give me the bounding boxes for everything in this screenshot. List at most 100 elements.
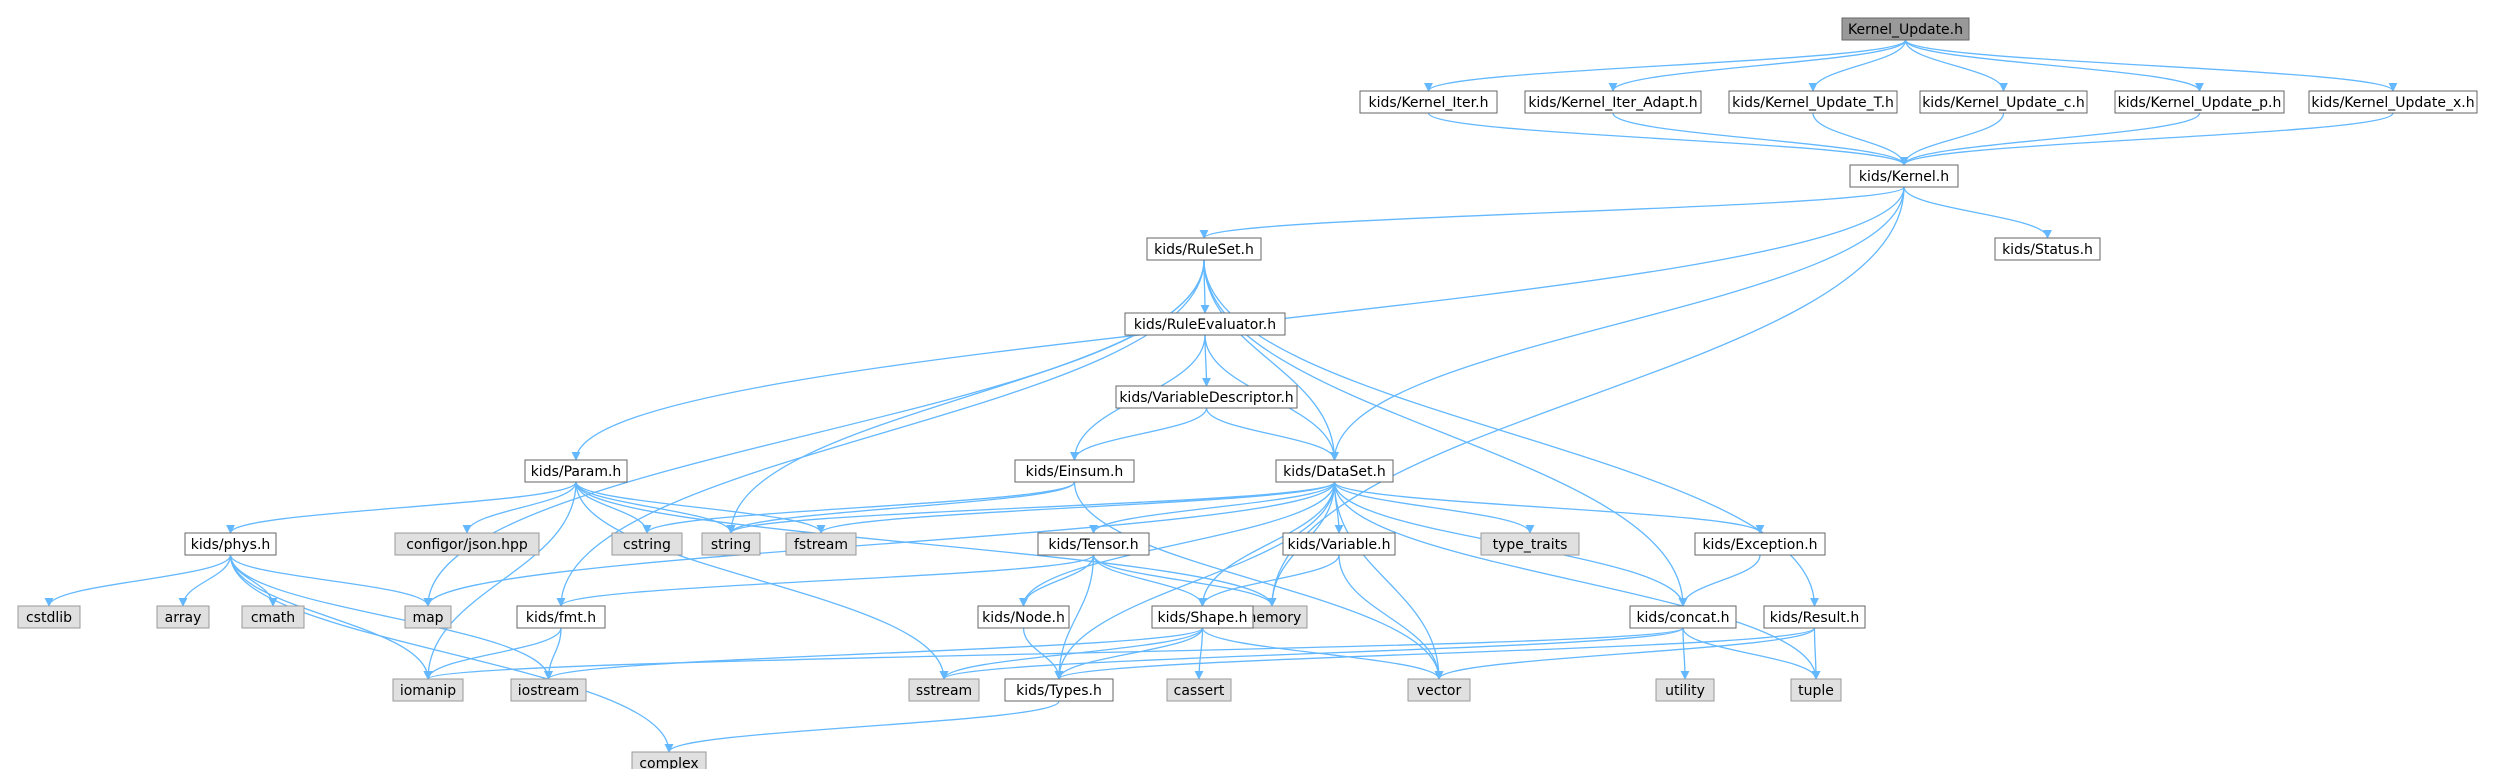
node-configor: configor/json.hpp bbox=[394, 532, 540, 556]
edge-dataset-to-type_traits bbox=[1333, 481, 1535, 534]
edge-param-to-phys bbox=[226, 481, 577, 534]
node-ruleset[interactable]: kids/RuleSet.h bbox=[1146, 237, 1262, 261]
node-label: array bbox=[165, 610, 202, 626]
node-label: map bbox=[412, 610, 443, 626]
node-box bbox=[17, 605, 81, 629]
node-tuple: tuple bbox=[1790, 678, 1842, 702]
edge-kernel_update_p-to-kernel bbox=[1899, 112, 2201, 166]
node-box bbox=[1694, 532, 1826, 556]
node-param[interactable]: kids/Param.h bbox=[524, 459, 628, 483]
edge-kernel_update-to-kernel_update_x bbox=[1904, 39, 2398, 92]
edge-variable-to-shape bbox=[1198, 554, 1340, 607]
node-box bbox=[404, 605, 452, 629]
node-box bbox=[2308, 90, 2478, 114]
node-box bbox=[1282, 532, 1396, 556]
node-kernel[interactable]: kids/Kernel.h bbox=[1849, 164, 1959, 188]
node-kernel-iter[interactable]: kids/Kernel_Iter.h bbox=[1359, 90, 1498, 114]
node-box bbox=[1849, 164, 1959, 188]
node-box bbox=[1037, 532, 1150, 556]
node-box bbox=[1994, 237, 2101, 261]
node-complex: complex bbox=[631, 751, 707, 769]
node-fmt[interactable]: kids/fmt.h bbox=[516, 605, 606, 629]
edge-types-to-complex bbox=[664, 700, 1060, 753]
node-status[interactable]: kids/Status.h bbox=[1994, 237, 2101, 261]
node-label: cmath bbox=[251, 610, 295, 626]
node-box bbox=[1166, 678, 1232, 702]
node-phys[interactable]: kids/phys.h bbox=[184, 532, 277, 556]
node-variabledescriptor[interactable]: kids/VariableDescriptor.h bbox=[1115, 385, 1298, 409]
edge-tensor-to-node bbox=[1019, 554, 1095, 607]
node-einsum[interactable]: kids/Einsum.h bbox=[1014, 459, 1135, 483]
node-box bbox=[611, 532, 683, 556]
dependency-edges bbox=[44, 39, 2398, 753]
node-result[interactable]: kids/Result.h bbox=[1763, 605, 1866, 629]
node-tensor[interactable]: kids/Tensor.h bbox=[1037, 532, 1150, 556]
edge-ruleset-to-concat bbox=[1203, 259, 1688, 607]
edge-phys-to-iostream bbox=[229, 554, 553, 680]
node-kernel-update: Kernel_Update.h bbox=[1841, 17, 1970, 41]
node-kernel-update-x[interactable]: kids/Kernel_Update_x.h bbox=[2308, 90, 2478, 114]
node-label: sstream bbox=[916, 683, 972, 699]
edge-param-to-configor bbox=[462, 481, 577, 534]
node-box bbox=[394, 532, 540, 556]
node-box bbox=[1115, 385, 1298, 409]
node-exception[interactable]: kids/Exception.h bbox=[1694, 532, 1826, 556]
node-box bbox=[241, 605, 305, 629]
node-box bbox=[1655, 678, 1715, 702]
node-label: fstream bbox=[794, 537, 848, 553]
edge-kernel_update_x-to-kernel bbox=[1899, 112, 2394, 166]
node-box bbox=[1919, 90, 2088, 114]
edge-result-to-types bbox=[1054, 627, 1816, 680]
edge-result-to-tuple bbox=[1811, 627, 1821, 680]
node-memory: memory bbox=[1236, 605, 1308, 629]
node-vector: vector bbox=[1407, 678, 1471, 702]
node-utility: utility bbox=[1655, 678, 1715, 702]
edge-phys-to-array bbox=[178, 554, 232, 607]
node-box bbox=[510, 678, 587, 702]
node-label: kids/Kernel_Update_c.h bbox=[1922, 95, 2085, 111]
edge-phys-to-complex bbox=[229, 554, 674, 753]
node-type-traits: type_traits bbox=[1480, 532, 1580, 556]
node-label: iomanip bbox=[400, 683, 456, 699]
node-label: kids/Node.h bbox=[982, 610, 1065, 626]
edge-concat-to-utility bbox=[1680, 627, 1690, 680]
node-box bbox=[1151, 605, 1254, 629]
node-box bbox=[516, 605, 606, 629]
edge-param-to-string bbox=[575, 481, 736, 534]
node-kernel-update-t[interactable]: kids/Kernel_Update_T.h bbox=[1728, 90, 1898, 114]
node-label: kids/Kernel_Update_x.h bbox=[2311, 95, 2474, 111]
node-kernel-iter-adapt[interactable]: kids/Kernel_Iter_Adapt.h bbox=[1524, 90, 1702, 114]
node-label: cstring bbox=[623, 537, 671, 553]
node-map: map bbox=[404, 605, 452, 629]
node-box bbox=[701, 532, 761, 556]
node-label: kids/RuleEvaluator.h bbox=[1134, 317, 1276, 333]
node-shape[interactable]: kids/Shape.h bbox=[1151, 605, 1254, 629]
edge-concat-to-iomanip bbox=[423, 627, 1684, 680]
node-node[interactable]: kids/Node.h bbox=[977, 605, 1070, 629]
node-label: string bbox=[711, 537, 751, 553]
node-kernel-update-p[interactable]: kids/Kernel_Update_p.h bbox=[2114, 90, 2285, 114]
node-label: kids/fmt.h bbox=[526, 610, 596, 626]
node-concat[interactable]: kids/concat.h bbox=[1629, 605, 1737, 629]
node-ruleevaluator[interactable]: kids/RuleEvaluator.h bbox=[1124, 312, 1286, 336]
node-cstdlib: cstdlib bbox=[17, 605, 81, 629]
node-kernel-update-c[interactable]: kids/Kernel_Update_c.h bbox=[1919, 90, 2088, 114]
node-box bbox=[1763, 605, 1866, 629]
edge-phys-to-cmath bbox=[229, 554, 278, 607]
node-cassert: cassert bbox=[1166, 678, 1232, 702]
node-box bbox=[1480, 532, 1580, 556]
node-types[interactable]: kids/Types.h bbox=[1004, 678, 1114, 702]
node-label: utility bbox=[1665, 683, 1705, 699]
node-label: kids/Shape.h bbox=[1157, 610, 1247, 626]
edge-kernel-to-memory bbox=[1267, 186, 1905, 607]
node-variable[interactable]: kids/Variable.h bbox=[1282, 532, 1396, 556]
node-box bbox=[1790, 678, 1842, 702]
edge-kernel-to-dataset bbox=[1330, 186, 1905, 461]
edge-kernel_iter_adapt-to-kernel bbox=[1612, 112, 1909, 166]
node-dataset[interactable]: kids/DataSet.h bbox=[1275, 459, 1394, 483]
edge-param-to-fstream bbox=[575, 481, 826, 534]
edge-exception-to-concat bbox=[1678, 554, 1761, 607]
edge-phys-to-cstdlib bbox=[44, 554, 232, 607]
node-box bbox=[977, 605, 1070, 629]
edge-kernel_update-to-kernel_update_p bbox=[1904, 39, 2204, 92]
